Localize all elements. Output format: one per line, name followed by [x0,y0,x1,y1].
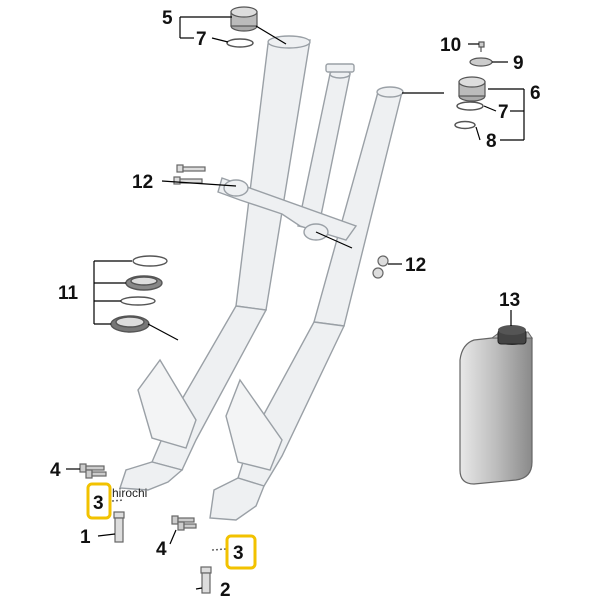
label-6: 6 [530,83,541,104]
label-1: 1 [80,527,91,548]
label-5: 5 [162,8,173,29]
right-fork-leg [209,86,404,521]
label-4-right: 4 [156,539,167,560]
highlight-part-3-right [225,534,257,570]
part-7-ring-top [226,38,254,48]
part-2-bolt [200,566,212,594]
part-11-seal-kit [110,255,168,333]
steering-stem [297,63,355,231]
part-4-bolts-right [171,515,197,531]
label-10: 10 [440,35,461,56]
watermark-text: hirochi [112,486,147,500]
label-2: 2 [220,580,231,600]
part-8-ring [454,120,476,130]
part-12-clamp-bolts-left [173,164,206,185]
label-12-upper: 12 [132,172,153,193]
part-3-pin-left [111,499,125,502]
label-4-left: 4 [50,460,61,481]
part-6-bearing [458,76,486,102]
part-13-oil-bottle [459,325,533,485]
left-fork-leg [119,35,311,491]
part-7-ring-right [456,101,484,111]
part-10-screw [478,41,485,52]
highlight-part-3-left [86,482,112,520]
part-9-washer [469,57,493,67]
part-5-bearing [230,6,258,32]
label-7-right: 7 [498,102,509,123]
leader-lines [66,16,525,590]
part-12-nuts-right [372,255,389,279]
label-12-lower: 12 [405,255,426,276]
label-13: 13 [499,290,520,311]
part-4-bolts-left [79,463,107,479]
label-3-left: 3 [93,493,104,514]
part-3-pin-right [211,548,227,551]
lower-triple-clamp [217,177,358,241]
label-9: 9 [513,53,524,74]
part-1-bolt [113,511,125,543]
label-3-right: 3 [233,543,244,564]
label-8: 8 [486,131,497,152]
label-7-top: 7 [196,29,207,50]
label-11: 11 [58,283,79,304]
